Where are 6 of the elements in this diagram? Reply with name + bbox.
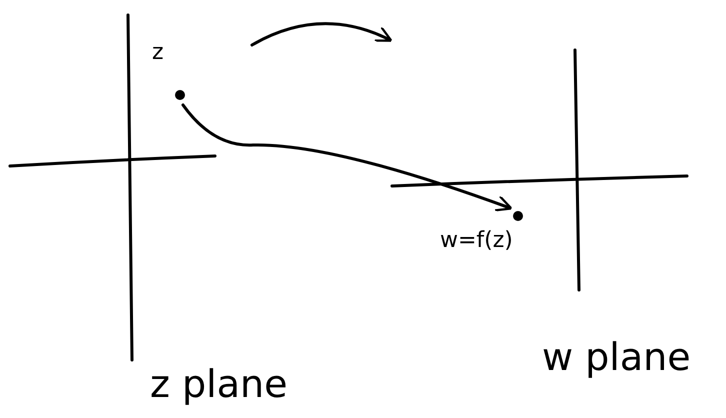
arrow — [250, 22, 392, 46]
point-label: w=f(z) — [440, 228, 513, 253]
plane-label: w plane — [542, 335, 691, 379]
arrow — [182, 104, 513, 212]
plane-label: z plane — [150, 362, 288, 406]
point-label: z — [152, 40, 164, 65]
